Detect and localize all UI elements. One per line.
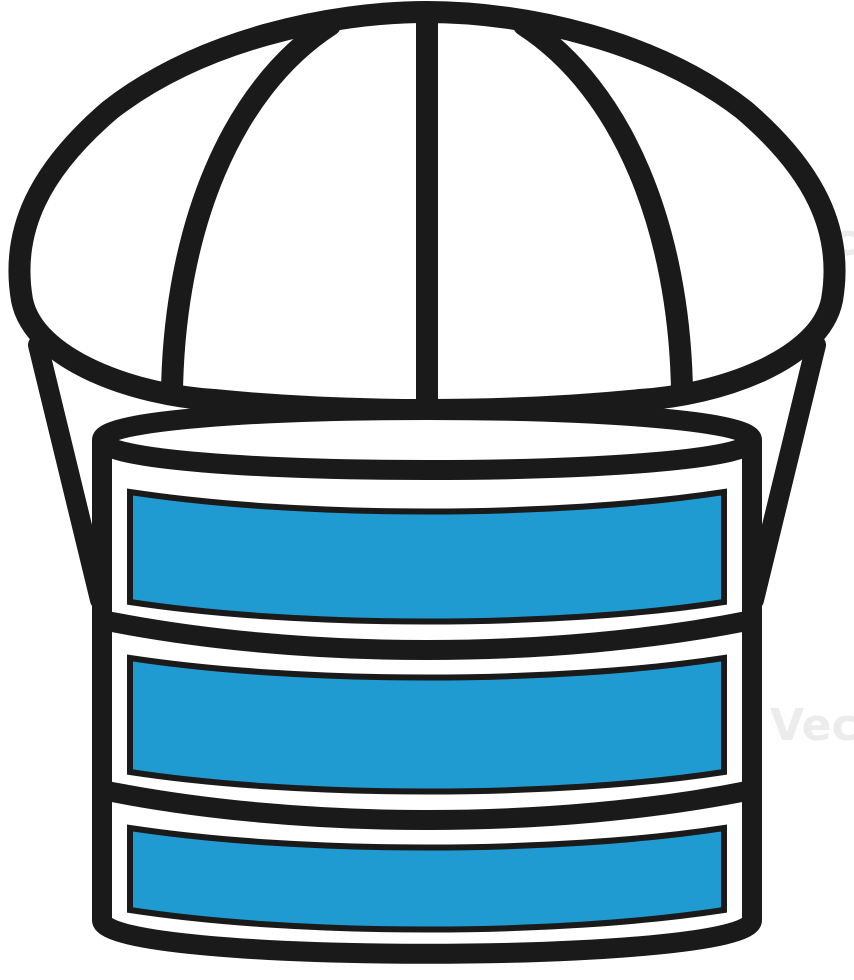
database-disk-2 (127, 654, 727, 795)
watermark-text: Vecteezy (770, 700, 854, 751)
canopy-seam-left (161, 14, 341, 401)
database-separator-2 (100, 780, 754, 830)
parachute-line-left (28, 335, 110, 610)
canopy-seams (161, 3, 693, 421)
parachute-line-right (744, 335, 826, 610)
database-cylinder (92, 400, 762, 964)
database-top-ellipse (92, 434, 762, 480)
parachute-lines (28, 335, 826, 610)
database-disk-3 (127, 824, 727, 933)
database-separator-1 (100, 610, 754, 660)
database-disk-1 (127, 488, 727, 625)
canopy-seam-right (513, 14, 693, 401)
